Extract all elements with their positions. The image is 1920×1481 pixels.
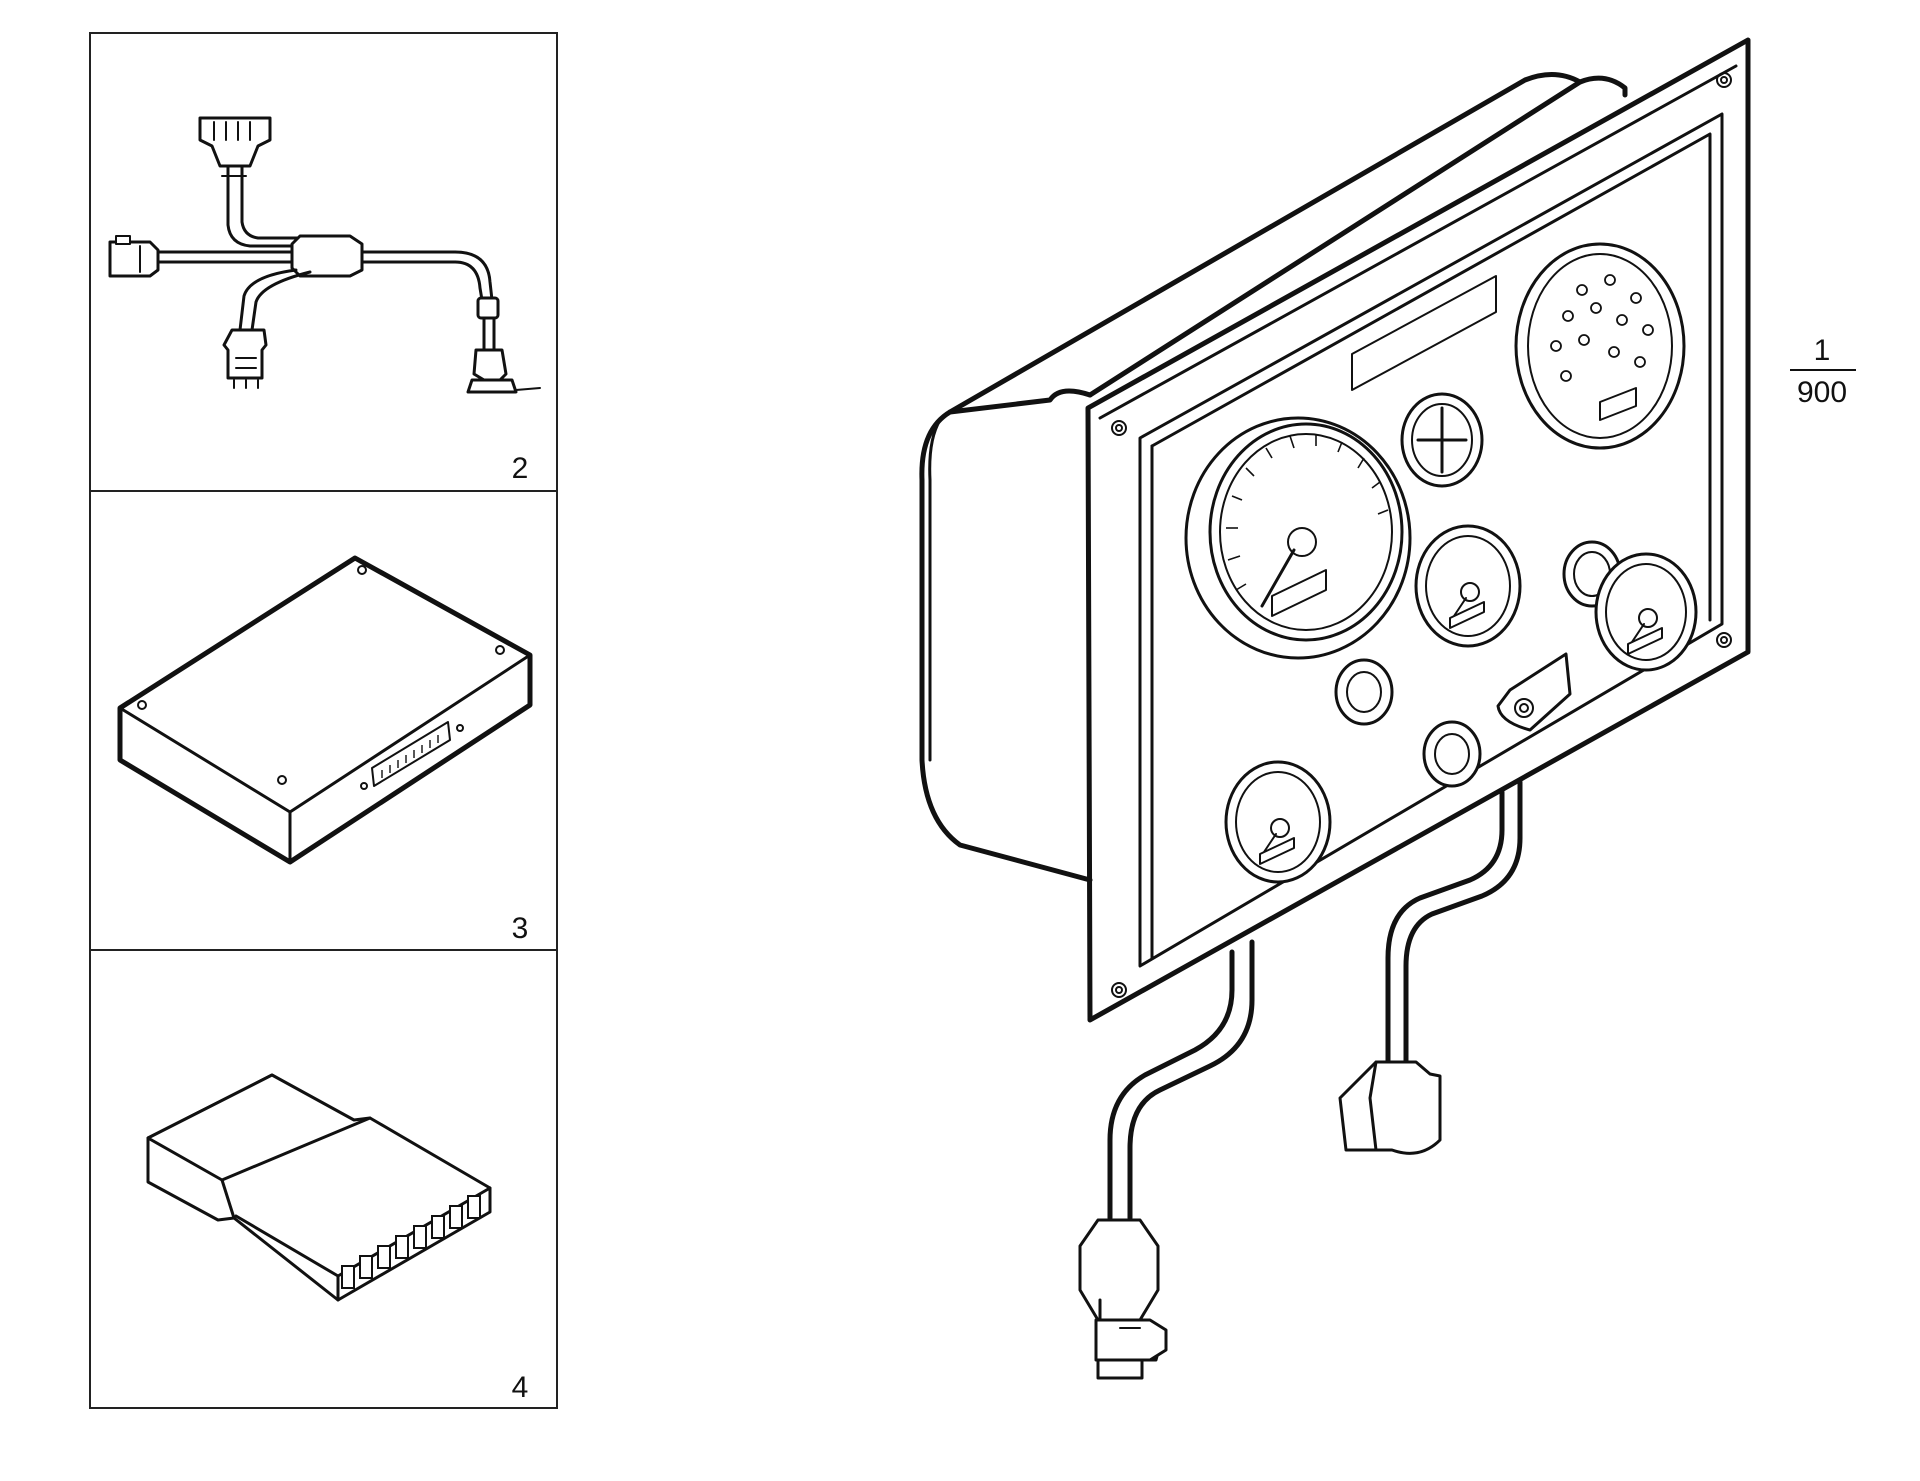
control-box-drawing: [117, 555, 533, 865]
inset-panels: [89, 32, 558, 1409]
wiring-harness-drawing: [108, 116, 541, 394]
instrument-panel-drawing: [919, 37, 1751, 1380]
callout-1-number: 1: [1814, 334, 1831, 367]
connector-pins: [381, 735, 439, 778]
connector-slots: [341, 1195, 481, 1289]
callout-1-fraction: 1 900: [1790, 334, 1856, 409]
large-gauge-ticks: [1226, 434, 1389, 591]
callout-2: 2: [512, 452, 529, 485]
speaker-holes: [1550, 274, 1654, 382]
callout-4: 4: [512, 1371, 529, 1404]
connector-drawing: [146, 1073, 492, 1302]
callout-3: 3: [512, 912, 529, 945]
callout-1-quantity: 900: [1797, 376, 1847, 409]
